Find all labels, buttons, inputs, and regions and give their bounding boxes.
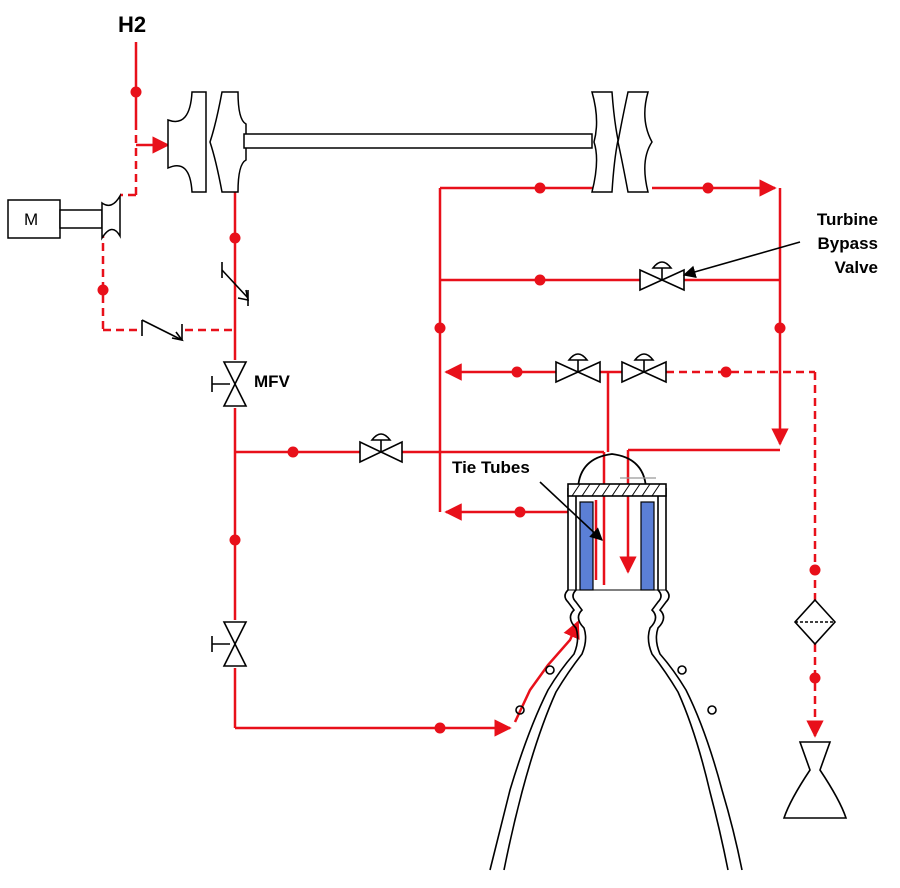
nozzle-left-wall-inner [503, 488, 587, 871]
turbine-bypass-valve-label: Turbine Bypass Valve [758, 208, 878, 280]
nozzle-icon [489, 453, 743, 871]
nozzle-feed-valve-icon [211, 621, 248, 667]
turbopump-icon [167, 91, 653, 193]
sensor-dot [434, 722, 446, 734]
primary-flow-lines [134, 42, 789, 737]
secondary-flow-lines [101, 122, 824, 738]
bleed-check-valve-icon [141, 319, 184, 342]
motor-label: M [24, 210, 39, 229]
tbv-line-2: Bypass [817, 234, 878, 253]
tie-tubes-label: Tie Tubes [452, 458, 530, 477]
sensor-dot [97, 284, 109, 296]
nozzle-right-wall [655, 488, 743, 871]
h2-inlet-label: H2 [118, 12, 147, 37]
turbopump-shaft [243, 133, 593, 149]
plenum-dome [577, 453, 647, 489]
pump-stage-icon [209, 91, 247, 193]
tie-tubes-leader [539, 481, 603, 541]
tbv-line-1: Turbine [816, 210, 878, 229]
sensor-dot [229, 534, 241, 546]
sensor-dot [809, 564, 821, 576]
motor-pump-impeller [101, 193, 121, 241]
thruster-icon [782, 741, 848, 819]
main-fuel-valve-icon [211, 361, 248, 407]
tie-tube-valve-icon [359, 433, 403, 464]
nozzle-rib [545, 665, 555, 675]
nozzle-rib [677, 665, 687, 675]
plate-hatching [571, 483, 661, 497]
nozzle-left-wall [489, 488, 579, 871]
tie-tube-icon [579, 501, 655, 591]
motor-shaft [59, 209, 103, 229]
tie-tube-right [640, 501, 655, 591]
sensor-dot [534, 274, 546, 286]
sensor-dot [720, 366, 732, 378]
tie-tube-left [579, 501, 594, 591]
nozzle-right-wall-inner [647, 488, 729, 871]
filter-icon [793, 598, 837, 646]
motor-housing [7, 199, 61, 239]
nozzle-rib [515, 705, 525, 715]
nozzle-coolant-path [513, 620, 580, 723]
sensor-dot [130, 86, 142, 98]
turbine-stage-icon [617, 91, 653, 193]
sensor-dot [434, 322, 446, 334]
sensor-dot [511, 366, 523, 378]
sensor-dots [97, 86, 821, 734]
turbine-rotor-icon [591, 91, 619, 193]
rcs-feed-valve-icon [621, 353, 667, 384]
tbv-line-3: Valve [834, 258, 879, 277]
main-fuel-valve-label: MFV [254, 372, 290, 391]
sensor-dot [514, 506, 526, 518]
sensor-dot [534, 182, 546, 194]
check-valve-icon [221, 262, 250, 306]
pump-impeller-icon [167, 91, 207, 193]
bypass-valve-leader [682, 241, 801, 279]
motor-icon [7, 193, 121, 241]
annotation-arrows [539, 241, 801, 541]
sensor-dot [774, 322, 786, 334]
sensor-dot [229, 232, 241, 244]
turbine-bypass-valve-icon [639, 261, 685, 292]
sensor-dot [287, 446, 299, 458]
core-support-plate [567, 483, 667, 497]
turbine-throttle-valve-icon [555, 353, 601, 384]
sensor-dot [809, 672, 821, 684]
sensor-dot [702, 182, 714, 194]
nozzle-rib [707, 705, 717, 715]
